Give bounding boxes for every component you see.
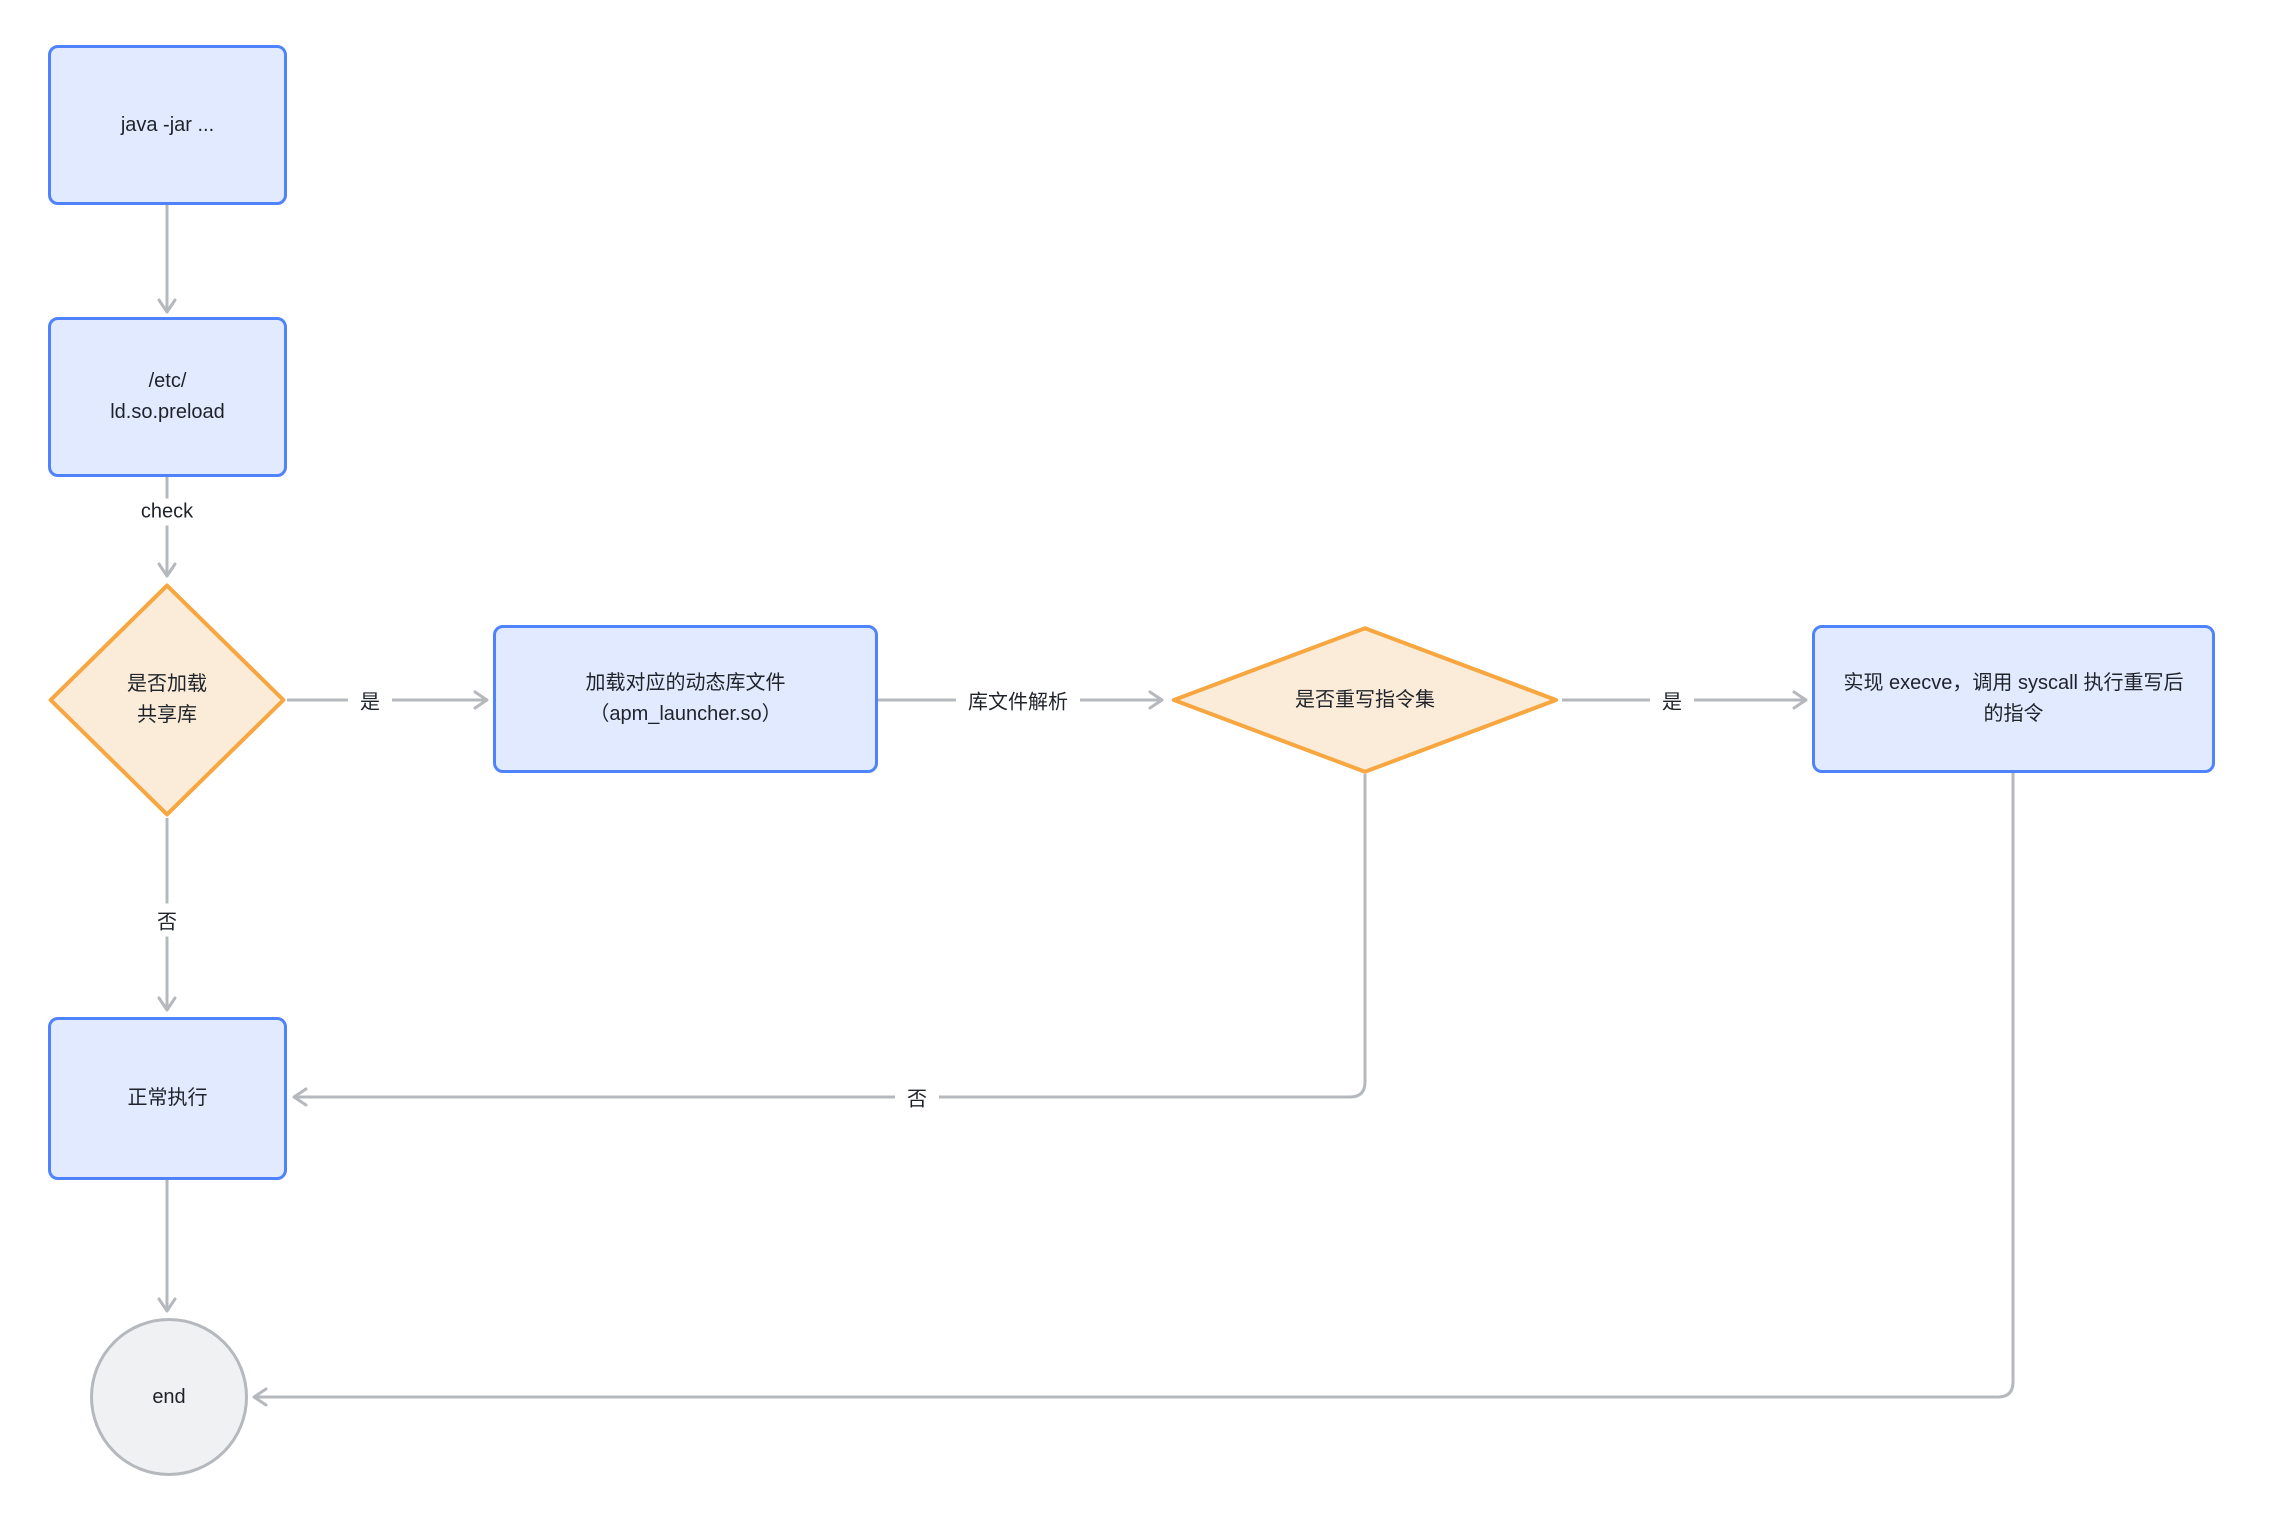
edge-label-lib-parse: 库文件解析 [956,683,1080,717]
edge-label-yes-load: 是 [348,683,392,717]
edge-label-check: check [128,498,206,526]
node-preload-line1: /etc/ [148,370,187,392]
node-end-label: end [152,1385,186,1408]
node-decision-load-line2: 共享库 [137,704,197,726]
diamond-shape [47,582,287,818]
node-decision-rewrite-label: 是否重写指令集 [1295,688,1435,711]
node-normal-execution: 正常执行 [48,1017,287,1180]
node-load-library-line1: 加载对应的动态库文件 [585,672,786,694]
edge-label-yes-rewrite: 是 [1650,683,1694,717]
node-start: java -jar ... [48,45,287,205]
node-decision-load-shared-lib: 是否加载 共享库 [47,582,287,818]
diamond-shape [1168,626,1562,774]
node-preload-line2: ld.so.preload [110,401,225,423]
edge-decision-rewrite-no [292,774,1367,1107]
node-decision-load-line1: 是否加载 [127,673,207,695]
node-load-library: 加载对应的动态库文件 （apm_launcher.so） [493,625,878,773]
node-normal-label: 正常执行 [127,1087,208,1109]
node-start-label: java -jar ... [120,113,215,136]
edge-label-no-rewrite: 否 [895,1080,939,1114]
node-execve-label: 实现 execve，调用 syscall 执行重写后的指令 [1843,672,2184,725]
node-end: end [90,1318,248,1476]
edge-label-no-load: 否 [145,903,189,937]
edge-execve-to-end [252,773,2015,1407]
node-preload: /etc/ ld.so.preload [48,317,287,477]
node-execve: 实现 execve，调用 syscall 执行重写后的指令 [1812,625,2215,773]
node-decision-rewrite-instructions: 是否重写指令集 [1168,626,1562,774]
node-load-library-line2: （apm_launcher.so） [589,703,782,725]
